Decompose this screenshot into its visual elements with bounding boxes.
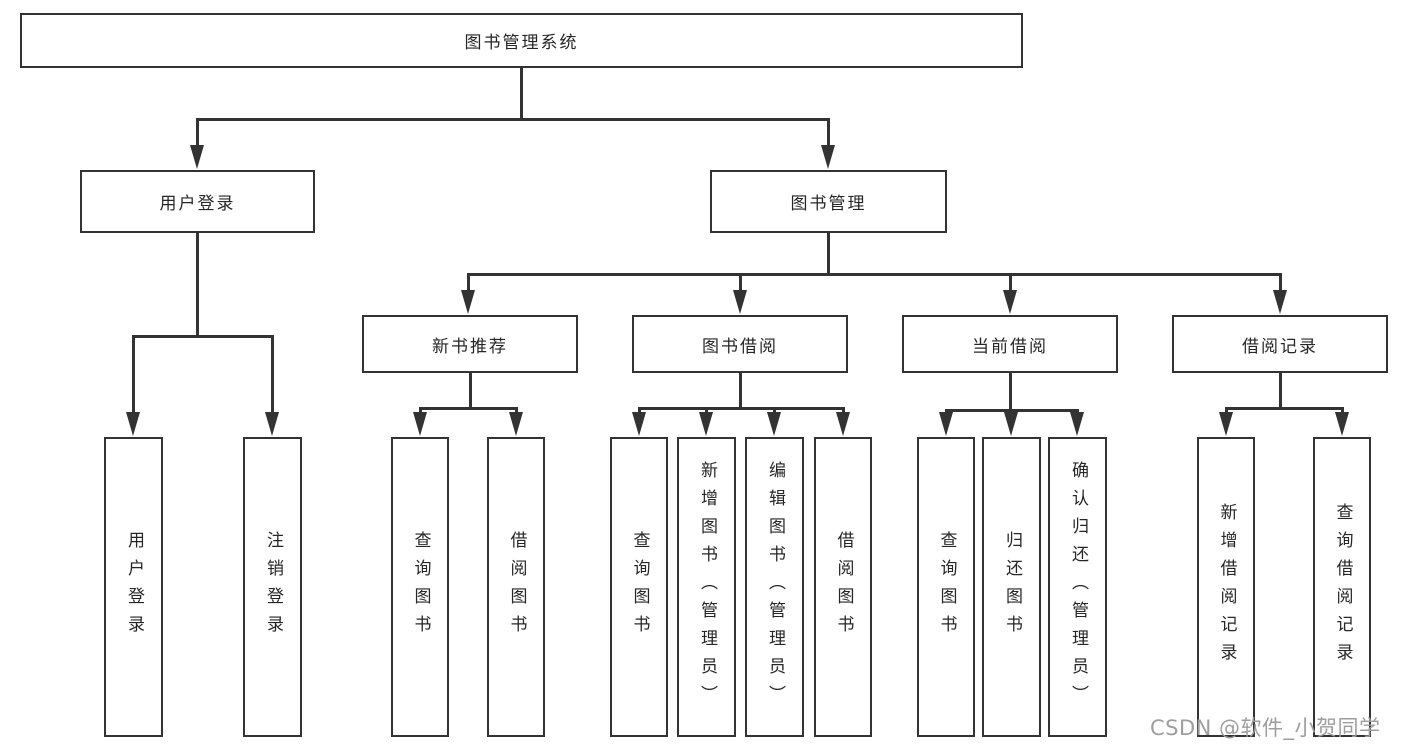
leaf-query-borrow-record-label: 查询借阅记录 [1332,503,1353,671]
connector-drop [705,407,708,415]
leaf-query-books-current: 查询图书 [917,437,975,737]
arrow-down-icon [413,412,427,436]
connector-new-book-recommend-stem [469,373,472,407]
leaf-query-books-borrow-label: 查询图书 [629,531,650,643]
connector-user-login-bar [132,335,274,338]
leaf-confirm-return-admin-label: 确认归还（管理员） [1068,461,1088,713]
arrow-down-icon [767,412,781,436]
leaf-query-books-borrow: 查询图书 [610,437,668,737]
leaf-borrow-books-recommend: 借阅图书 [487,437,545,737]
leaf-query-books-current-label: 查询图书 [936,531,957,643]
connector-current-borrow-stem [1009,373,1012,409]
arrow-down-icon [1335,412,1349,436]
connector-to-leaf-user-login [132,335,135,414]
node-current-borrow: 当前借阅 [902,315,1118,373]
leaf-return-books: 归还图书 [982,437,1041,737]
node-root: 图书管理系统 [20,13,1023,68]
arrow-down-icon [1004,412,1018,436]
arrow-down-icon [733,290,747,314]
arrow-down-icon [836,412,850,436]
connector-to-borrow-records [1279,273,1282,292]
arrow-down-icon [265,412,279,436]
arrow-down-icon [190,145,204,169]
connector-borrow-records-stem [1279,373,1282,407]
connector-new-book-recommend-bar [419,407,517,410]
leaf-user-login: 用户登录 [104,437,163,737]
connector-drop [1225,407,1228,415]
leaf-borrow-books-borrow: 借阅图书 [814,437,872,737]
arrow-down-icon [126,412,140,436]
leaf-return-books-label: 归还图书 [1002,531,1022,643]
node-book-borrow: 图书借阅 [632,315,848,373]
connector-to-leaf-logout [271,335,274,414]
leaf-add-borrow-record: 新增借阅记录 [1197,437,1255,737]
node-user-login-label: 用户登录 [159,194,236,214]
csdn-watermark: CSDN @软件_小贺同学 [1150,716,1381,740]
node-borrow-records-label: 借阅记录 [1242,336,1318,357]
leaf-borrow-books-borrow-label: 借阅图书 [833,531,854,643]
node-book-management: 图书管理 [710,170,947,233]
connector-book-borrow-bar [638,407,844,410]
arrow-down-icon [1219,412,1233,436]
node-new-book-recommend-label: 新书推荐 [432,336,508,357]
connector-user-login-stem [196,233,199,335]
connector-root-to-book-management [827,118,830,147]
node-new-book-recommend: 新书推荐 [362,315,578,373]
leaf-add-books-admin-label: 新增图书（管理员） [697,461,717,713]
connector-to-current-borrow [1009,273,1012,292]
node-borrow-records: 借阅记录 [1172,315,1388,373]
arrow-down-icon [1003,290,1017,314]
connector-root-to-user-login [196,118,199,147]
connector-drop [842,407,845,415]
connector-book-management-bar [467,273,1281,276]
leaf-confirm-return-admin: 确认归还（管理员） [1048,437,1107,737]
leaf-logout: 注销登录 [243,437,302,737]
leaf-user-login-label: 用户登录 [124,531,144,643]
connector-borrow-records-bar [1225,407,1344,410]
connector-book-management-stem [827,233,830,273]
node-book-management-label: 图书管理 [790,194,867,214]
connector-to-book-borrow [739,273,742,292]
leaf-query-books-recommend-label: 查询图书 [410,531,431,643]
leaf-logout-label: 注销登录 [263,531,283,643]
connector-drop [419,407,422,415]
arrow-down-icon [509,412,523,436]
connector-drop [1341,407,1344,415]
connector-drop [638,407,641,415]
arrow-down-icon [461,290,475,314]
node-current-borrow-label: 当前借阅 [972,336,1048,357]
leaf-edit-books-admin-label: 编辑图书（管理员） [765,461,785,713]
connector-book-borrow-stem [739,373,742,407]
leaf-add-borrow-record-label: 新增借阅记录 [1216,503,1237,671]
leaf-borrow-books-recommend-label: 借阅图书 [506,531,527,643]
arrow-down-icon [939,412,953,436]
leaf-edit-books-admin: 编辑图书（管理员） [745,437,804,737]
leaf-add-books-admin: 新增图书（管理员） [677,437,736,737]
connector-root-bar [196,118,830,121]
connector-drop [773,407,776,415]
arrow-down-icon [632,412,646,436]
node-user-login: 用户登录 [80,170,315,233]
connector-to-new-book-recommend [467,273,470,292]
arrow-down-icon [1070,412,1084,436]
connector-drop [515,407,518,415]
leaf-query-borrow-record: 查询借阅记录 [1313,437,1371,737]
arrow-down-icon [821,145,835,169]
node-book-borrow-label: 图书借阅 [702,336,778,357]
connector-root-stem [520,68,523,118]
leaf-query-books-recommend: 查询图书 [391,437,449,737]
arrow-down-icon [699,412,713,436]
arrow-down-icon [1273,290,1287,314]
node-root-label: 图书管理系统 [464,33,579,53]
